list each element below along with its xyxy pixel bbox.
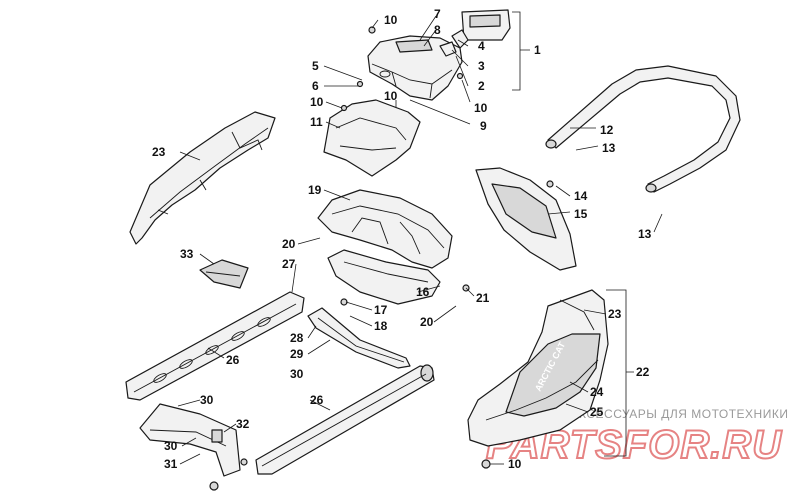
callout-30-right: 30 [290,367,304,381]
callout-19: 19 [308,183,322,197]
callout-30-upper: 30 [200,393,214,407]
part-tail-light [439,9,511,57]
part-rail-lower [255,364,435,475]
part-bracket-plate [323,99,421,177]
callout-28: 28 [290,331,304,345]
callout-22: 22 [636,365,650,379]
callout-27: 27 [282,257,296,271]
callout-15: 15 [574,207,588,221]
callout-3: 3 [478,59,485,73]
callout-24: 24 [590,385,604,399]
callout-10-left: 10 [310,95,324,109]
part-rail-upper [125,291,305,401]
callout-26-upper: 26 [226,353,240,367]
callout-9: 9 [480,119,487,133]
callout-14: 14 [574,189,588,203]
callout-23-right: 23 [608,307,622,321]
callout-labels: 10 7 8 4 3 2 1 5 6 10 10 10 11 9 12 13 1… [152,7,652,471]
callout-5: 5 [312,59,319,73]
callout-21: 21 [476,291,490,305]
part-side-panel-left [129,111,276,245]
callout-1: 1 [534,43,541,57]
callout-25: 25 [590,405,604,419]
callout-32: 32 [236,417,250,431]
callout-17: 17 [374,303,388,317]
callout-11: 11 [310,115,323,129]
callout-23-left: 23 [152,145,166,159]
part-support-bracket [307,307,411,369]
callout-13-lower: 13 [638,227,652,241]
callout-26-lower: 26 [310,393,324,407]
callout-2: 2 [478,79,485,93]
callout-30-lower: 30 [164,439,178,453]
callout-12: 12 [600,123,614,137]
callout-4: 4 [478,39,485,53]
fasteners [209,26,554,491]
callout-10-right: 10 [474,101,488,115]
callout-16: 16 [416,285,430,299]
callout-20-lower: 20 [420,315,434,329]
part-headlight-hood [367,35,463,101]
callout-10-mid: 10 [384,89,398,103]
callout-6: 6 [312,79,319,93]
part-rear-tray [317,189,453,269]
part-pad [199,259,249,289]
callout-31: 31 [164,457,178,471]
callout-18: 18 [374,319,388,333]
callout-13-upper: 13 [602,141,616,155]
part-lower-flap [327,249,441,305]
callout-33: 33 [180,247,194,261]
callout-20-upper: 20 [282,237,296,251]
callout-7: 7 [434,7,441,21]
callout-10-top: 10 [384,13,398,27]
part-hitch-bracket [139,403,241,477]
leader-lines [177,11,663,465]
part-side-panel-right: ARCTIC CAT [467,289,609,447]
callout-8: 8 [434,23,441,37]
callout-10-bottom: 10 [508,457,522,471]
part-side-flap [475,167,577,271]
part-grab-handle [545,65,741,193]
callout-29: 29 [290,347,304,361]
